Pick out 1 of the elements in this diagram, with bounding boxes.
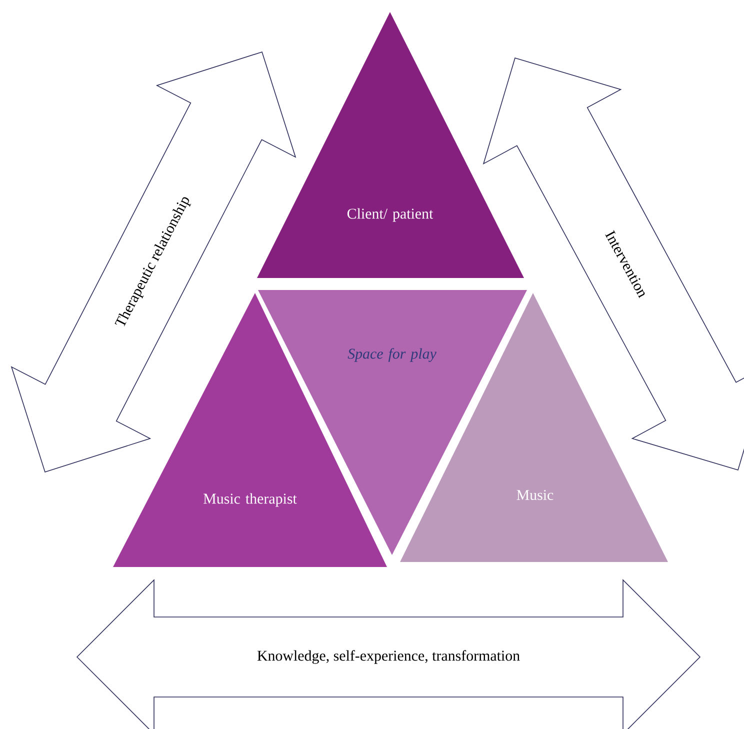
triangle: Client/ patient	[257, 12, 524, 278]
